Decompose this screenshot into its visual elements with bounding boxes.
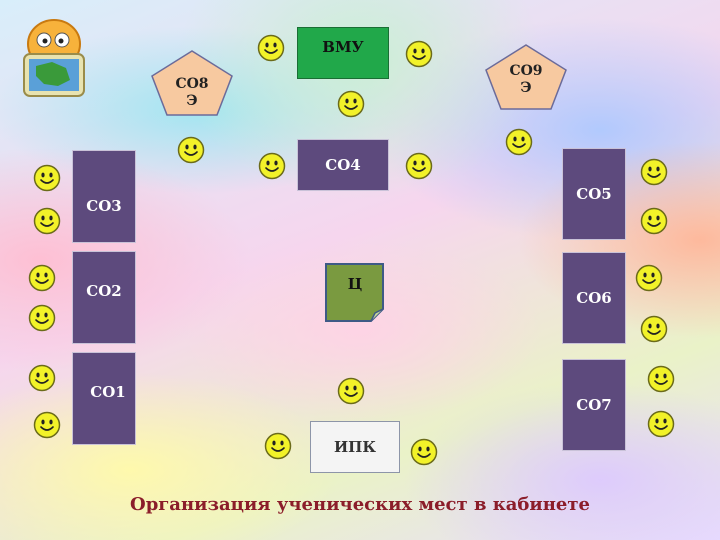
smiley-icon [647, 365, 675, 393]
pentagon-co9 [485, 44, 567, 110]
smiley-icon [258, 152, 286, 180]
smiley-icon [505, 128, 533, 156]
desk-co2-label: СО2 [86, 281, 122, 300]
desk-co6: СО6 [562, 252, 626, 344]
desk-co3-label: СО3 [86, 196, 122, 215]
pentagon-co8 [151, 50, 233, 116]
desk-co5-label: СО5 [576, 185, 612, 203]
smiley-icon [337, 377, 365, 405]
desk-co3: СО3 [72, 150, 136, 243]
smiley-icon [640, 315, 668, 343]
smiley-icon [405, 40, 433, 68]
smiley-icon [177, 136, 205, 164]
desk-co2: СО2 [72, 251, 136, 344]
desk-co4-label: СО4 [325, 156, 361, 174]
smiley-icon [33, 411, 61, 439]
teacher-desk: ВМУ [297, 27, 389, 79]
ipk-desk: ИПК [310, 421, 400, 473]
desk-co1: СО1 [72, 352, 136, 445]
smiley-icon [257, 34, 285, 62]
pentagon-co8-label: СО8 Э [175, 76, 209, 109]
desk-co5: СО5 [562, 148, 626, 240]
center-desk [325, 263, 384, 322]
smiley-icon [33, 164, 61, 192]
smiley-icon [640, 207, 668, 235]
smiley-icon [410, 438, 438, 466]
smiley-icon [28, 364, 56, 392]
desk-co1-label: СО1 [90, 382, 126, 401]
desk-co6-label: СО6 [576, 289, 612, 307]
smiley-icon [337, 90, 365, 118]
ipk-desk-label: ИПК [334, 438, 376, 456]
smiley-icon [647, 410, 675, 438]
caption: Организация ученических мест в кабинете [130, 494, 590, 515]
desk-co7: СО7 [562, 359, 626, 451]
smiley-icon [28, 304, 56, 332]
pentagon-co9-label: СО9 Э [509, 63, 543, 96]
smiley-icon [635, 264, 663, 292]
globe-mascot-icon [23, 19, 85, 97]
smiley-icon [264, 432, 292, 460]
smiley-icon [405, 152, 433, 180]
desk-co4: СО4 [297, 139, 389, 191]
teacher-desk-label: ВМУ [322, 38, 364, 56]
smiley-icon [640, 158, 668, 186]
center-desk-label: Ц [347, 275, 363, 293]
smiley-icon [33, 207, 61, 235]
desk-co7-label: СО7 [576, 396, 612, 414]
smiley-icon [28, 264, 56, 292]
